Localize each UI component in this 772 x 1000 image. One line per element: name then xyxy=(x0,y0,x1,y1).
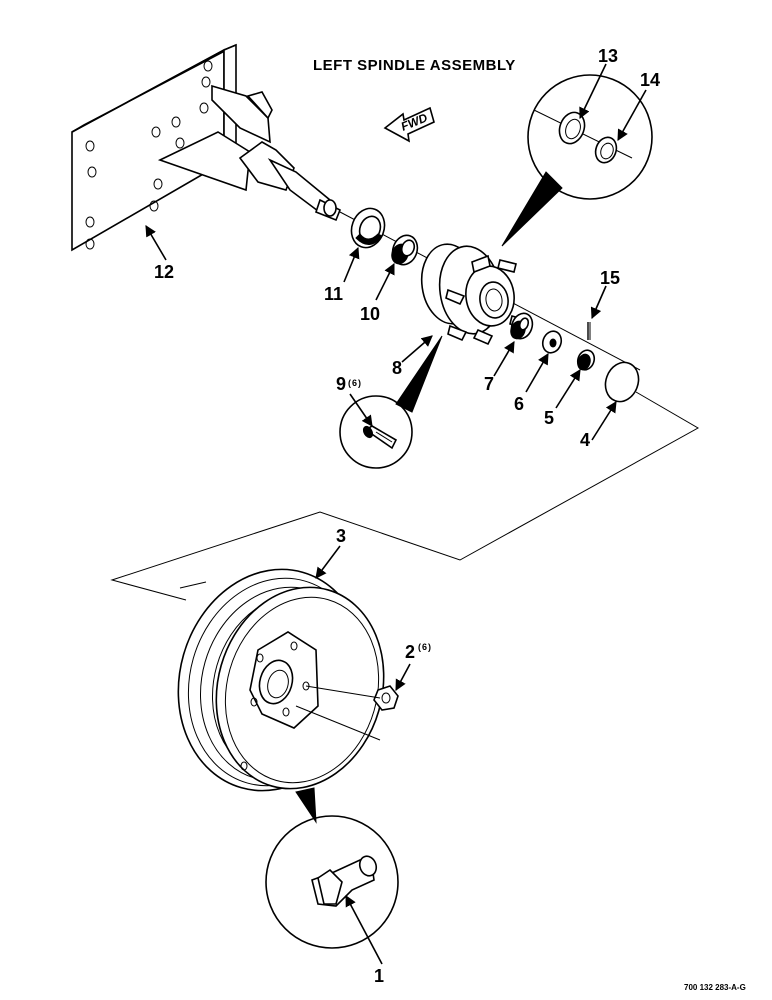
wheel-rim xyxy=(177,568,385,792)
washer xyxy=(541,330,563,354)
rim-stud-holes xyxy=(250,641,310,717)
callout-5: 5 xyxy=(544,408,554,428)
callout-13: 13 xyxy=(598,46,618,66)
callout-2-qty: (6) xyxy=(418,642,432,652)
diagram-title: LEFT SPINDLE ASSEMBLY xyxy=(313,57,516,74)
cotter-pin xyxy=(587,322,591,340)
callout-14: 14 xyxy=(640,70,660,90)
hub-studs xyxy=(445,254,527,346)
callout-9-qty: (6) xyxy=(348,378,362,388)
callout-3: 3 xyxy=(336,526,346,546)
leader-lines xyxy=(145,63,647,965)
callout-11: 11 xyxy=(324,284,343,304)
callout-1: 1 xyxy=(374,966,384,986)
callout-6: 6 xyxy=(514,394,524,414)
lug-nut xyxy=(373,685,399,711)
wheel-hub xyxy=(420,243,527,346)
valve-stem-detail xyxy=(265,787,399,949)
fwd-direction-arrow: FWD xyxy=(383,106,435,143)
spindle-mount-plate xyxy=(71,43,342,252)
callout-10: 10 xyxy=(360,304,380,324)
callout-15: 15 xyxy=(600,268,620,288)
inner-bearing-cone xyxy=(391,234,419,266)
wheel-stud-detail xyxy=(339,335,443,469)
mount-holes xyxy=(85,60,213,250)
callout-2: 2 xyxy=(405,642,415,662)
callout-4: 4 xyxy=(580,430,590,450)
document-number: 700 132 283-A-G xyxy=(684,983,746,992)
outer-bearing-cone xyxy=(510,312,534,340)
bearing-cup-detail xyxy=(501,74,653,247)
callout-8: 8 xyxy=(392,358,402,378)
callout-9: 9 xyxy=(336,374,346,394)
seal xyxy=(350,207,386,249)
dust-cap xyxy=(604,361,640,403)
callout-12: 12 xyxy=(154,262,174,282)
castle-nut xyxy=(576,349,596,371)
callout-7: 7 xyxy=(484,374,494,394)
